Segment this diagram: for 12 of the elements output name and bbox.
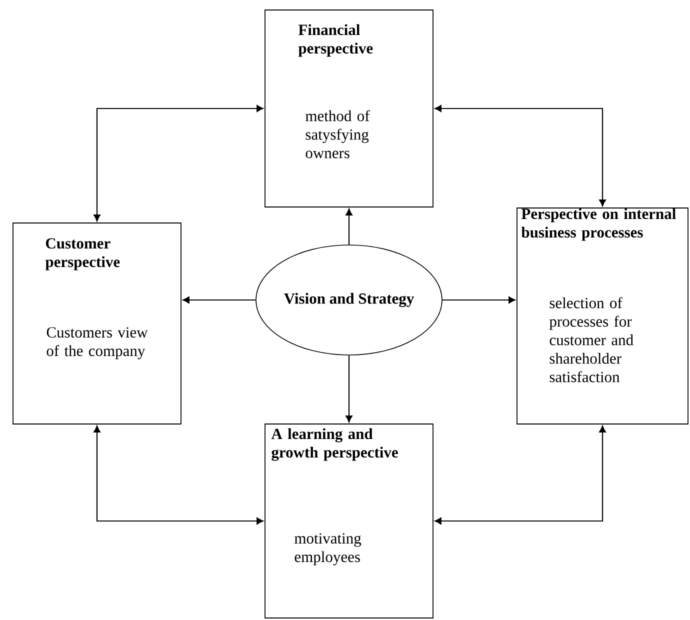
arrow: [182, 296, 256, 304]
perspective-box: A learning and growth perspective motivating employees: [264, 424, 434, 618]
perspective-box: Perspective on internal business processes selection of processes for customer and shareholder satisfaction: [516, 208, 688, 424]
perspective-box: Financial perspective method of satysfying owners: [264, 10, 434, 208]
arrow: [346, 208, 352, 245]
arrow: [94, 426, 264, 524]
arrow: [94, 105, 264, 222]
arrow: [434, 426, 606, 524]
perspective-box: Customer perspective Customers view of the company: [12, 222, 182, 424]
arrow: [346, 355, 352, 422]
arrow: [434, 105, 606, 206]
arrow: [442, 296, 516, 304]
